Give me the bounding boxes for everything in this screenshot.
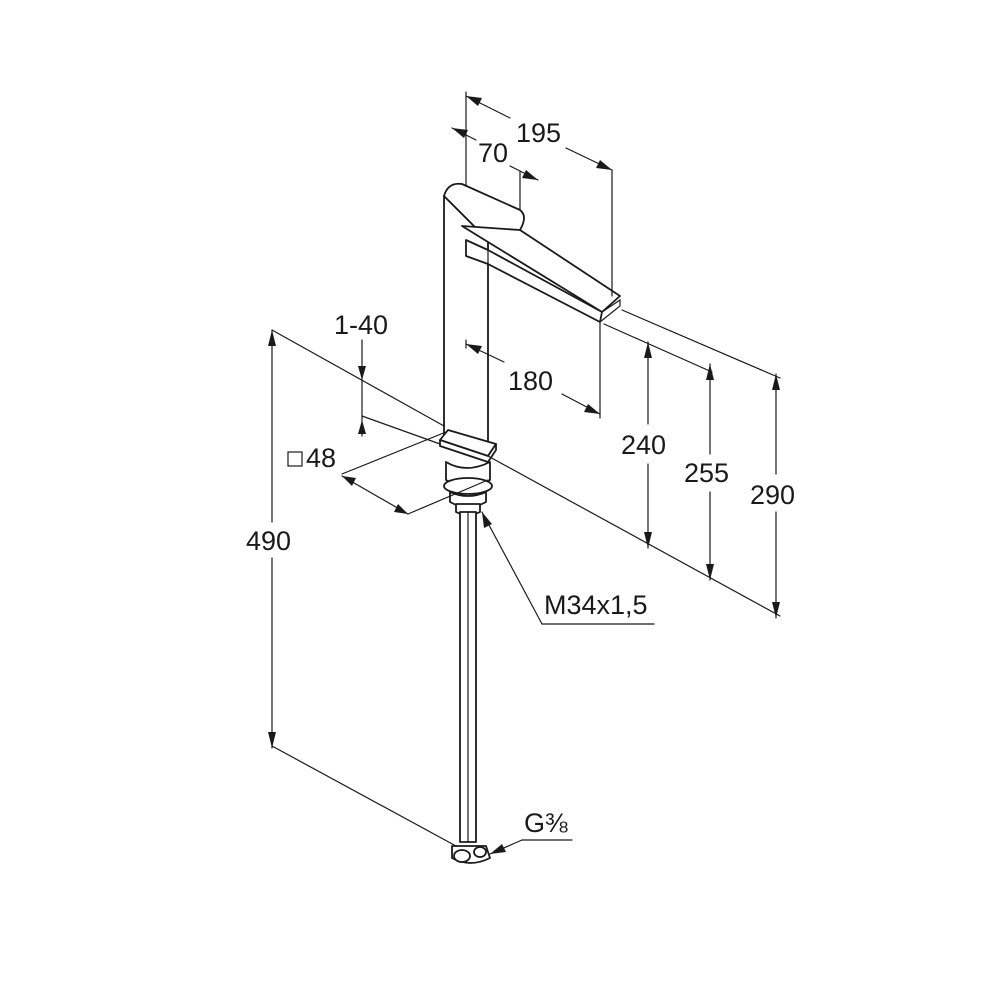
dimension-180: 180 bbox=[465, 343, 601, 415]
callout-label-thread: M34x1,5 bbox=[544, 590, 648, 620]
square-symbol-icon bbox=[287, 451, 303, 467]
dim-label-240: 240 bbox=[621, 430, 666, 460]
dim-label-255: 255 bbox=[684, 458, 729, 488]
dimension-195: 195 bbox=[465, 95, 613, 171]
dim-label-48: 48 bbox=[306, 443, 336, 473]
dimension-48: 48 bbox=[287, 431, 489, 515]
dimension-70: 70 bbox=[451, 127, 539, 181]
callout-thread: M34x1,5 bbox=[481, 511, 655, 625]
dim-label-180: 180 bbox=[508, 366, 553, 396]
dim-label-70: 70 bbox=[478, 138, 508, 168]
dim-label-1-40: 1-40 bbox=[334, 310, 388, 340]
faucet-body bbox=[439, 182, 621, 864]
dimension-490: 490 bbox=[246, 329, 291, 749]
dim-label-290: 290 bbox=[750, 480, 795, 510]
extension-lines bbox=[271, 91, 781, 847]
spout-top bbox=[461, 225, 621, 313]
dim-label-490: 490 bbox=[246, 526, 291, 556]
dimension-290: 290 bbox=[750, 373, 795, 619]
callout-connection: G⅜ bbox=[489, 808, 573, 855]
dimension-240: 240 bbox=[621, 341, 666, 549]
dim-label-195: 195 bbox=[516, 118, 561, 148]
callout-label-connection: G⅜ bbox=[524, 808, 568, 838]
dimension-255: 255 bbox=[684, 363, 729, 581]
dimension-1-40: 1-40 bbox=[334, 310, 388, 437]
thread-nut bbox=[443, 477, 493, 495]
